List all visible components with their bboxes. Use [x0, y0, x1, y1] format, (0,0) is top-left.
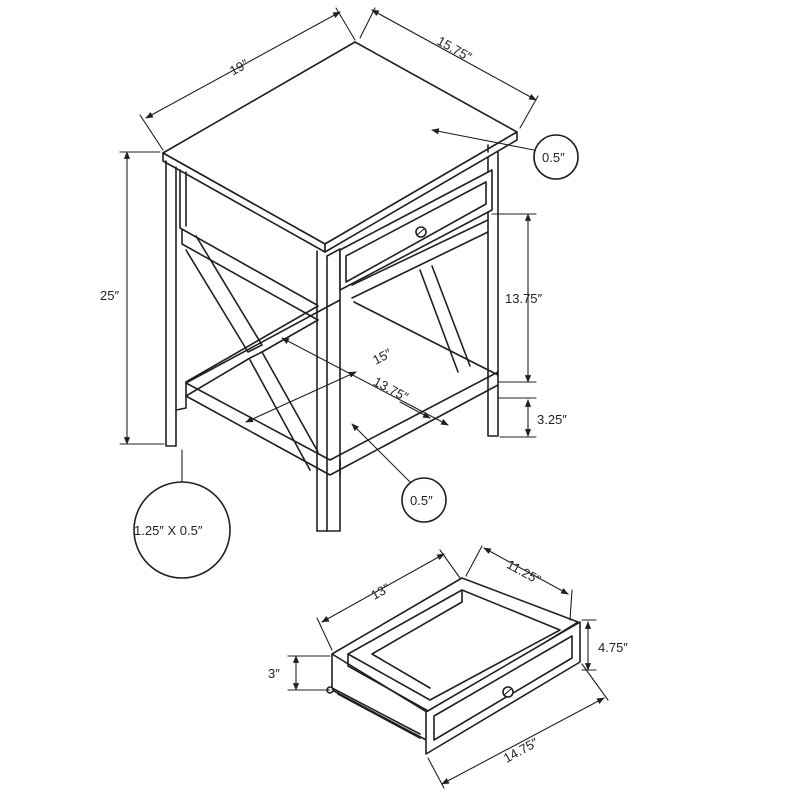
leg-size-label: 1.25″ X 0.5″	[134, 523, 203, 538]
drawer-front-width-label: 14.75″	[501, 734, 541, 765]
drawer-front-height-label: 4.75″	[598, 640, 628, 655]
drawer-width-label: 13″	[368, 580, 392, 603]
shelf-thickness-callout	[401, 477, 447, 523]
shelf-width-label: 15″	[370, 345, 394, 367]
end-table-drawing	[162, 41, 518, 532]
drawer-inner-height-label: 3″	[268, 666, 280, 681]
shelf-depth-label: 13.75″	[371, 374, 411, 405]
table-width-label: 19″	[227, 56, 251, 79]
table-height-label: 25″	[100, 288, 119, 303]
top-thickness-label: 0.5″	[542, 150, 565, 165]
drawer-depth-label: 11.25″	[504, 557, 543, 588]
drawer-drawing	[326, 577, 581, 755]
table-dimensions: 19″ 15.75″ 25″ 0.5″ 13.75″ 3.25″ 15″ 13.…	[100, 7, 579, 579]
shelf-clearance-label: 3.25″	[537, 412, 567, 427]
drawer-space-height-label: 13.75″	[505, 291, 543, 306]
top-thickness-callout	[533, 134, 579, 180]
shelf-thickness-label: 0.5″	[410, 493, 433, 508]
table-depth-label: 15.75″	[435, 33, 475, 64]
